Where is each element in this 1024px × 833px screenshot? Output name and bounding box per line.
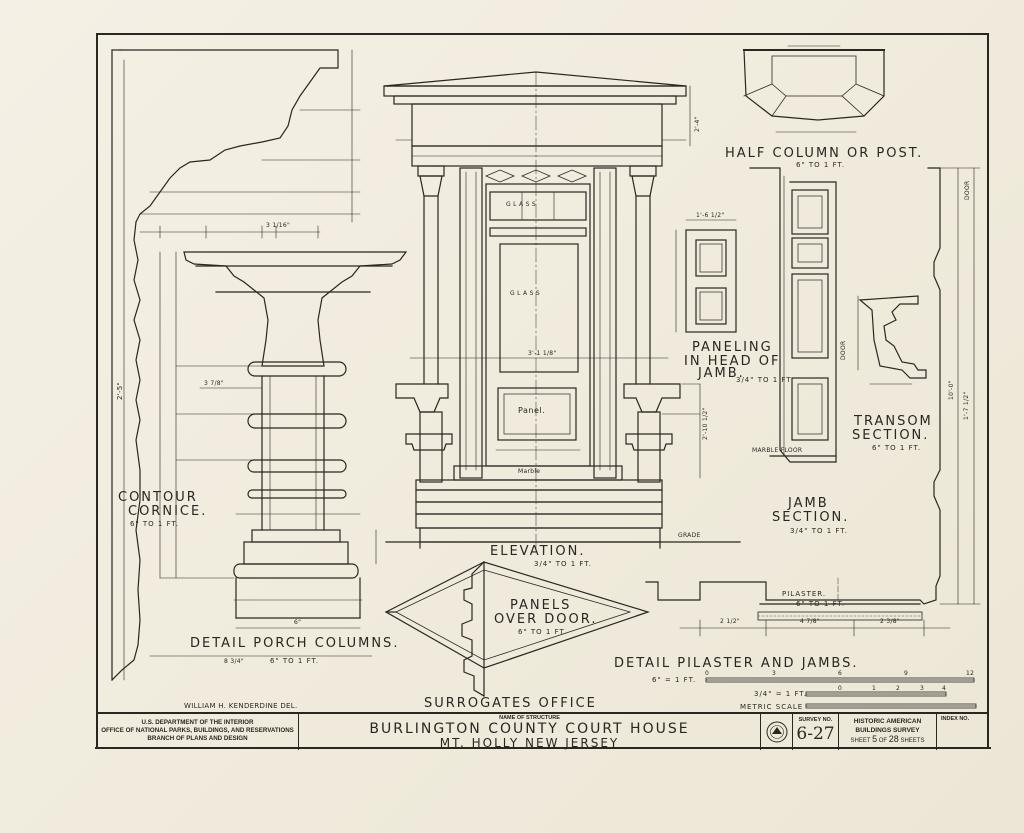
scale-six-tick-3: 3 (772, 670, 777, 677)
pilaster-title: DETAIL PILASTER AND JAMBS. (614, 656, 859, 671)
scale-six-tick-9: 9 (904, 670, 909, 677)
contour-scale: 6" TO 1 FT. (130, 520, 180, 528)
transom-section-profile (857, 295, 927, 385)
name-of-structure-caption: NAME OF STRUCTURE (499, 715, 560, 721)
half-column-scale: 6" TO 1 FT. (796, 161, 846, 169)
survey-number: 6-27 (796, 724, 835, 744)
scale-tq-tick-0: 0 (838, 685, 843, 692)
marble-floor-label: MARBLE FLOOR (752, 447, 803, 454)
scale-tq-tick-3: 3 (920, 685, 925, 692)
scale-tq-tick-4: 4 (942, 685, 947, 692)
paneling-head-of-jamb (675, 219, 737, 333)
panels-over-door (384, 561, 650, 697)
structure-location: MT. HOLLY NEW JERSEY (439, 736, 620, 750)
contour-cornice-profile (111, 49, 373, 681)
door-label-right: DOOR (964, 180, 971, 200)
surrogates-office-caption: SURROGATES OFFICE (424, 696, 597, 711)
porch-column-detail (159, 251, 408, 629)
panels-title-2: OVER DOOR. (494, 612, 598, 627)
transom-scale: 6" TO 1 FT. (872, 444, 922, 452)
scale-six-tick-12: 12 (966, 670, 975, 677)
of-word: OF (878, 738, 888, 744)
paneling-title-2: IN HEAD OF (684, 354, 781, 369)
scale-metric-label: METRIC SCALE (740, 703, 804, 711)
dim-cornice-projection: 3 1/16" (266, 222, 291, 229)
pilaster-label: PILASTER. (782, 590, 827, 598)
scale-six-tick-6: 6 (838, 670, 843, 677)
half-column-title: HALF COLUMN OR POST. (725, 146, 924, 161)
half-column-plan (743, 45, 885, 133)
dim-shaft: 3 7/8" (204, 380, 224, 387)
transom-title-2: SECTION. (852, 428, 930, 443)
paneling-scale: 3/4" TO 1 FT. (736, 376, 794, 384)
porch-scale: 6" TO 1 FT. (270, 657, 320, 665)
structure-cell: NAME OF STRUCTURE BURLINGTON COUNTY COUR… (299, 714, 761, 750)
dim-column-base: 6" (294, 619, 302, 626)
dim-right-return: 2 3/8" (880, 618, 900, 625)
hab-cell: HISTORIC AMERICAN BUILDINGS SURVEY SHEET… (839, 714, 937, 750)
jamb-section (749, 167, 837, 463)
dim-door-height: 10'-0" (948, 380, 955, 400)
contour-title-2: CORNICE. (128, 504, 208, 519)
glass-main-label: G L A S S (510, 290, 541, 297)
transom-title: TRANSOM (854, 414, 933, 429)
jamb-title: JAMB (788, 496, 829, 511)
elevation-scale: 3/4" TO 1 FT. (534, 560, 592, 568)
agency-line-1: U.S. DEPARTMENT OF THE INTERIOR (141, 719, 254, 726)
agency-line-2: OFFICE OF NATIONAL PARKS, BUILDINGS, AND… (101, 727, 294, 734)
sheet-count: SHEET 5 OF 28 SHEETS (839, 735, 936, 746)
sheets-word: SHEETS (900, 738, 925, 744)
panel-label: Panel. (518, 406, 546, 415)
dim-porch-width: 8 3/4" (224, 658, 244, 665)
scale-three-quarter-label: 3/4" = 1 FT. (754, 690, 808, 698)
jamb-title-2: SECTION. (772, 510, 850, 525)
sheet-word: SHEET (850, 738, 871, 744)
dim-left-return: 2 1/2" (720, 618, 740, 625)
glass-top-label: G L A S S (506, 201, 537, 208)
agency-line-3: BRANCH OF PLANS AND DESIGN (147, 735, 248, 742)
structure-name: BURLINGTON COUNTY COURT HOUSE (369, 721, 690, 737)
graphic-scales (705, 677, 977, 709)
agency-cell: U.S. DEPARTMENT OF THE INTERIOR OFFICE O… (97, 714, 299, 750)
delineator-credit: WILLIAM H. KENDERDINE DEL. (184, 702, 298, 710)
index-cell: INDEX NO. (937, 714, 988, 750)
scale-six-tick-0: 0 (705, 670, 710, 677)
scale-tq-tick-1: 1 (872, 685, 877, 692)
porch-title: DETAIL PORCH COLUMNS. (190, 636, 400, 651)
sheet-number: 5 (872, 734, 878, 744)
survey-caption: SURVEY NO. (798, 717, 833, 723)
title-block: U.S. DEPARTMENT OF THE INTERIOR OFFICE O… (97, 712, 988, 750)
panels-title: PANELS (510, 598, 572, 613)
hab-line-2: BUILDINGS SURVEY (855, 727, 920, 734)
scale-tq-tick-2: 2 (896, 685, 901, 692)
index-caption: INDEX NO. (941, 716, 970, 722)
door-elevation (383, 71, 741, 549)
panels-scale: 6" TO 1 FT. (518, 628, 568, 636)
dim-cornice-height: 2'-5" (116, 381, 124, 400)
survey-cell: SURVEY NO. 6-27 (793, 714, 839, 750)
dim-pilaster-width: 4 7/8" (800, 618, 820, 625)
paneling-title: PANELING (692, 340, 773, 355)
marble-label: Marble (518, 468, 541, 475)
scale-six-inch-label: 6" = 1 FT. (652, 676, 697, 684)
sheet-total: 28 (888, 734, 899, 744)
door-label-jamb: DOOR (840, 340, 847, 360)
elevation-title: ELEVATION. (490, 544, 586, 559)
pilaster-and-jambs-detail (645, 167, 981, 637)
jamb-scale: 3/4" TO 1 FT. (790, 527, 848, 535)
dim-door-width: 3'-1 1/8" (528, 350, 557, 357)
dim-pediment-height: 2'-4" (694, 116, 701, 132)
dim-pedestal-height: 2'-10 1/2" (702, 407, 709, 440)
paneling-title-3: JAMB. (698, 366, 745, 381)
hab-line-1: HISTORIC AMERICAN (853, 718, 922, 725)
seal-cell (761, 714, 793, 750)
interior-seal-icon (766, 721, 788, 743)
pilaster-scale: 6" TO 1 FT. (796, 600, 846, 608)
dim-paneling-width: 1'-6 1/2" (696, 212, 725, 219)
grade-label: GRADE (678, 532, 701, 539)
dim-pilaster-height: 1'-7 1/2" (963, 391, 970, 420)
contour-title: CONTOUR (118, 490, 198, 505)
